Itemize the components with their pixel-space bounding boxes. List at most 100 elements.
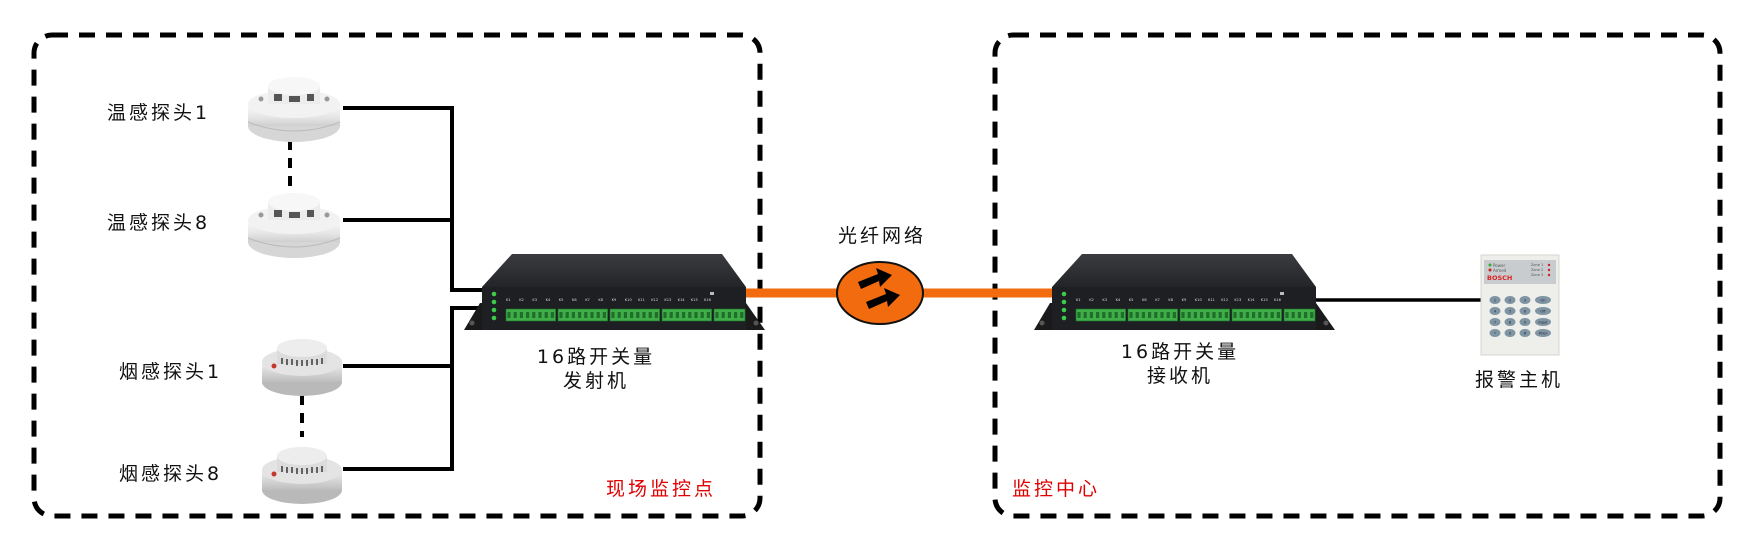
transmitter-channel-label: K7	[585, 298, 590, 302]
keypad-key[interactable]: 6	[1519, 307, 1531, 315]
heat-detector-8-icon[interactable]	[247, 192, 341, 259]
transmitter-channel-label: K2	[519, 298, 524, 302]
receiver-front-panel	[1052, 287, 1316, 330]
screw-hole-icon	[753, 320, 759, 326]
screw-hole-icon	[469, 320, 475, 326]
transmitter-channel-label: K9	[612, 298, 617, 302]
receiver-channel-label: K11	[1208, 298, 1215, 302]
svg-text:5: 5	[1509, 310, 1511, 314]
keypad-key[interactable]: *	[1489, 329, 1501, 337]
heat-bus-wire	[343, 106, 488, 292]
zone-indicator: Zone 2	[1531, 268, 1543, 272]
keypad-key[interactable]: On	[1535, 296, 1551, 304]
zone-indicator: Zone 3	[1531, 273, 1543, 277]
transmitter-channel-label: K4	[546, 298, 551, 302]
receiver-channel-label: K14	[1248, 298, 1256, 302]
receiver-channel-label: K6	[1142, 298, 1147, 302]
svg-text:9: 9	[1524, 321, 1526, 325]
transmitter-front-panel	[482, 287, 746, 330]
receiver-channel-label: K8	[1168, 298, 1173, 302]
keypad-key[interactable]: Off	[1535, 307, 1551, 315]
fiber-network-icon[interactable]	[836, 261, 924, 325]
receiver-top-cover	[1052, 254, 1316, 287]
keypad-key[interactable]: 3	[1519, 296, 1531, 304]
keypad-key[interactable]: Prior	[1535, 329, 1551, 337]
receiver-terminal-block[interactable]	[1075, 308, 1316, 322]
transmitter-channel-label: K12	[651, 298, 658, 302]
fiber-network-label: 光纤网络	[837, 225, 927, 247]
svg-text:6: 6	[1524, 310, 1526, 314]
smoke-detector-1-icon[interactable]	[261, 338, 343, 397]
receiver-channel-label: K2	[1089, 298, 1094, 302]
smoke-detector-1-label: 烟感探头1	[119, 361, 223, 383]
receiver-channel-label: K9	[1182, 298, 1187, 302]
receiver-status-led	[1061, 291, 1067, 297]
receiver-status-led	[1061, 315, 1067, 321]
keypad-key[interactable]: 1	[1489, 296, 1501, 304]
transmitter-channel-label: K15	[691, 298, 698, 302]
detector-wiring	[343, 106, 488, 471]
center-zone-label: 监控中心	[1012, 478, 1101, 500]
transmitter-status-led	[491, 315, 497, 321]
transmitter-terminal-block[interactable]	[505, 308, 746, 322]
transmitter-channel-label: K13	[664, 298, 671, 302]
smoke-bus-wire	[343, 306, 478, 471]
svg-text:Off: Off	[1540, 310, 1546, 314]
receiver-channel-label: K3	[1102, 298, 1107, 302]
transmitter-channel-label: K5	[559, 298, 564, 302]
transmitter-status-led	[491, 307, 497, 313]
keypad-key[interactable]: 0	[1504, 329, 1516, 337]
transmitter-channel-label: K8	[598, 298, 603, 302]
svg-text:4: 4	[1494, 310, 1497, 314]
transmitter-label-line2: 发射机	[562, 370, 630, 392]
receiver-label-line2: 接收机	[1146, 365, 1214, 387]
heat-detector-8-label: 温感探头8	[107, 212, 211, 234]
receiver-channel-label: K13	[1234, 298, 1241, 302]
keypad-key[interactable]: #	[1519, 329, 1531, 337]
receiver-channel-label: K15	[1261, 298, 1268, 302]
receiver-channel-label: K12	[1221, 298, 1228, 302]
keypad-key[interactable]: 2	[1504, 296, 1516, 304]
svg-text:*: *	[1494, 332, 1496, 336]
alarm-host-keypad-icon[interactable]: Power Armed BOSCH Zone 1 Zone 2 Zone 3 1…	[1480, 254, 1560, 356]
screw-hole-icon	[1323, 320, 1329, 326]
receiver-status-led	[1061, 307, 1067, 313]
keypad-key[interactable]: 7	[1489, 318, 1501, 326]
alarm-host-label: 报警主机	[1474, 369, 1564, 391]
svg-text:Prior: Prior	[1539, 332, 1548, 336]
brand-logo: BOSCH	[1487, 274, 1512, 282]
keypad-key[interactable]: 4	[1489, 307, 1501, 315]
indicator-armed: Armed	[1493, 268, 1507, 273]
receiver-channel-label: K4	[1116, 298, 1121, 302]
indicator-power: Power	[1493, 263, 1505, 268]
receiver-channel-label: K1	[1076, 298, 1081, 302]
transmitter-channel-label: K11	[638, 298, 645, 302]
receiver-channel-label: K10	[1195, 298, 1203, 302]
transmitter-status-led	[491, 291, 497, 297]
svg-text:#: #	[1524, 332, 1527, 336]
zone-indicator: Zone 1	[1531, 263, 1543, 267]
svg-text:On: On	[1541, 299, 1546, 303]
receiver-channel-label: K7	[1155, 298, 1160, 302]
receiver-status-led	[1061, 299, 1067, 305]
heat-detector-1-icon[interactable]	[247, 76, 341, 143]
transmitter-channel-label: K14	[678, 298, 686, 302]
site-zone-label: 现场监控点	[606, 478, 717, 500]
svg-text:Input: Input	[1538, 321, 1548, 325]
keypad-key[interactable]: Input	[1535, 318, 1551, 326]
keypad-key[interactable]: 5	[1504, 307, 1516, 315]
transmitter-channel-label: K10	[625, 298, 633, 302]
receiver-label-line1: 16路开关量	[1120, 341, 1240, 363]
svg-text:0: 0	[1509, 332, 1511, 336]
keypad-key[interactable]: 8	[1504, 318, 1516, 326]
screw-hole-icon	[1039, 320, 1045, 326]
transmitter-channel-label: K3	[532, 298, 537, 302]
transmitter-channel-label: K1	[506, 298, 511, 302]
smoke-detector-8-icon[interactable]	[261, 446, 343, 505]
keypad-key[interactable]: 9	[1519, 318, 1531, 326]
receiver-channel-label: K5	[1129, 298, 1134, 302]
transmitter-channel-label: K6	[572, 298, 577, 302]
